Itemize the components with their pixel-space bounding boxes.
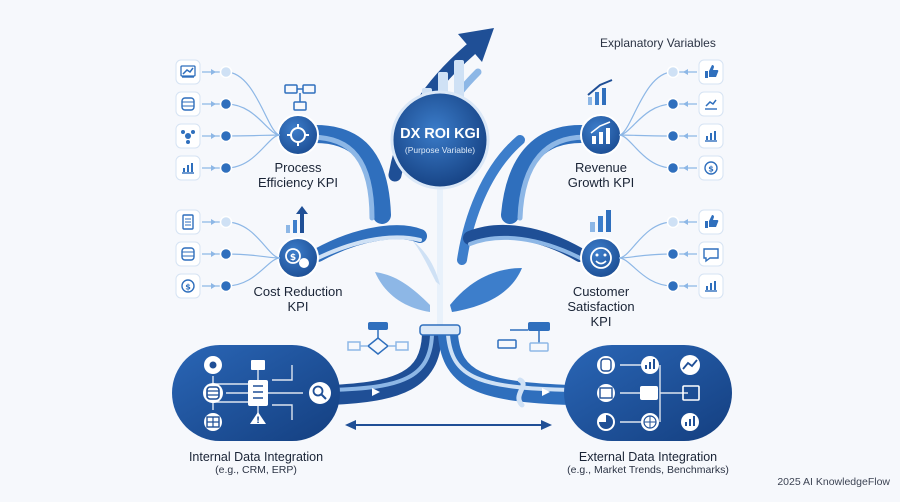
folder-icon [640,386,658,400]
document-list-icon [248,380,268,406]
customer-kpi-line1: Customer [572,284,630,299]
monitor-chart-icon-left-1-0 [175,59,281,136]
warning-icon [250,412,266,424]
search-icon [309,382,331,404]
internal-integration-title: Internal Data Integration [188,450,324,464]
bar-chart-icon-right-2-2 [618,257,724,299]
scan-icon [682,385,700,401]
external-integration-sub: (e.g., Market Trends, Benchmarks) [567,464,729,476]
small-charts [284,79,613,355]
external-data-pill [564,345,732,441]
kpi-node-cost: $ [277,237,319,279]
kpi-node-process [277,114,319,156]
flow-streams [291,28,604,430]
right-explanatory-variables: $ [618,59,724,299]
cost-kpi-label: Cost Reduction KPI [223,284,373,315]
document-icon-left-2-0 [175,209,281,259]
cost-kpi-line1: Cost Reduction [253,284,343,299]
line-chart-icon-right-1-1 [618,91,724,136]
external-integration-title: External Data Integration [578,450,718,464]
hierarchy-icon [251,360,265,370]
customer-kpi-line3: KPI [590,313,612,329]
customer-kpi-line2: Satisfaction [567,298,635,314]
up-arrow-head [458,28,494,62]
leaves [375,240,522,312]
thumbs-up-icon-right-1-0 [618,59,724,136]
svg-text:$: $ [708,165,714,174]
svg-text:$: $ [185,283,191,292]
trunk-base-ring [419,324,461,336]
database-icon [203,383,223,403]
bar-chart-icon-right-1-2 [618,123,724,149]
left-explanatory-variables: $ [175,59,281,299]
explanatory-variables-header: Explanatory Variables [600,36,716,50]
center-kgi-title: DX ROI KGI [400,126,480,142]
footer-credit: 2025 AI KnowledgeFlow [777,476,890,488]
hand-money-icon-left-2-2: $ [175,257,281,299]
svg-text:$: $ [290,253,296,263]
bar-chart-icon-left-1-3 [175,134,281,181]
kpi-node-customer [580,237,622,279]
revenue-kpi-label: Revenue Growth KPI [526,160,676,191]
kpi-node-revenue [580,114,622,156]
center-kgi-subtitle: (Purpose Variable) [404,145,476,155]
money-bag-icon-right-1-3: $ [618,134,724,181]
center-kgi-node [390,90,490,190]
process-kpi-label: Process Efficiency KPI [223,160,373,191]
server-stack-icon-left-2-1 [175,241,281,267]
cost-kpi-line2: KPI [287,298,309,314]
customer-kpi-label: Customer Satisfaction KPI [526,284,676,330]
thumbs-up-icon-right-2-0 [618,209,724,259]
database-icon-left-1-1 [175,91,281,136]
network-nodes-icon-left-1-2 [175,123,281,149]
revenue-kpi-line2: Growth KPI [567,174,635,190]
svg-text:!: ! [256,416,260,426]
process-kpi-line2: Efficiency KPI [258,174,338,190]
internal-data-pill: ! [172,345,340,441]
chat-icon-right-2-1 [618,241,724,267]
internal-integration-sub: (e.g., CRM, ERP) [215,464,297,476]
process-kpi-line1: Process [274,160,322,175]
revenue-kpi-line1: Revenue [574,160,628,175]
